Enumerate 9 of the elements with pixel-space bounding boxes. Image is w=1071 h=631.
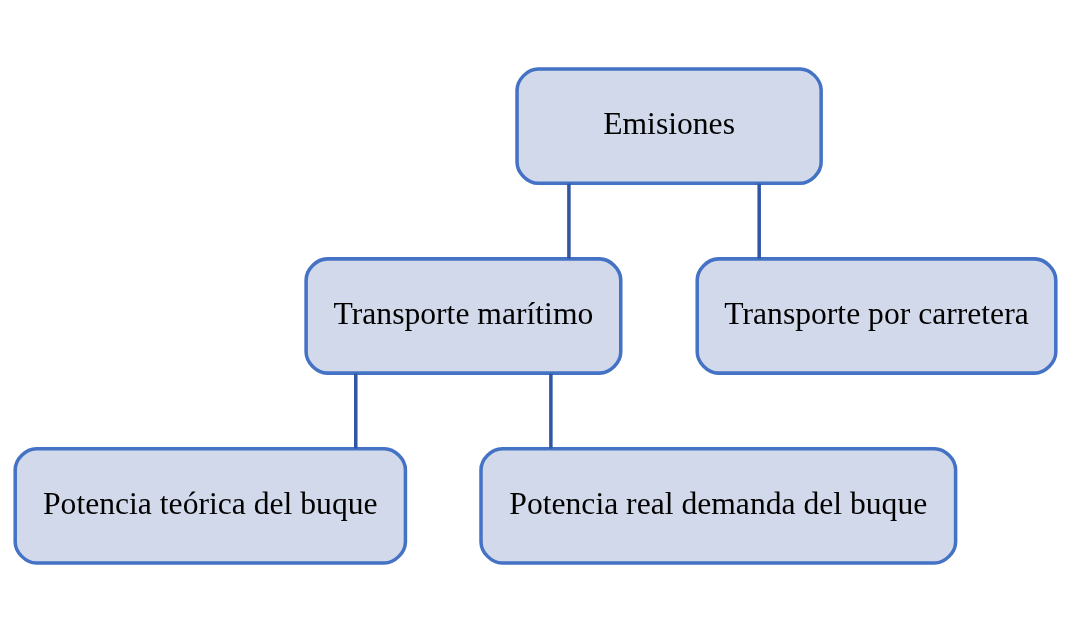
node-box: Potencia teórica del buque [13, 446, 408, 565]
node-box: Emisiones [515, 66, 823, 185]
connector [549, 373, 553, 449]
connector [567, 183, 571, 259]
node-box: Transporte por carretera [695, 256, 1058, 375]
node-box: Potencia real demanda del buque [479, 446, 958, 565]
node-box: Transporte marítimo [304, 256, 623, 375]
connector [354, 373, 358, 449]
connector [757, 183, 761, 259]
